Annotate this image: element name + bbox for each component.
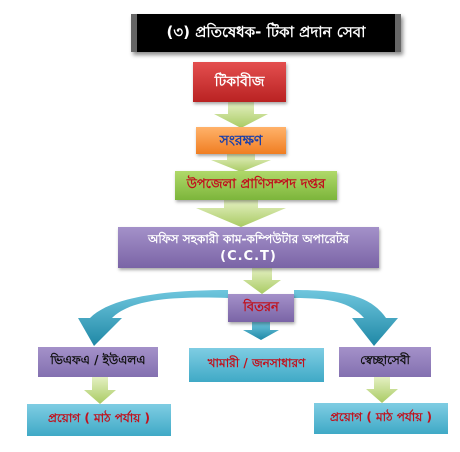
office-assistant-label: অফিস সহকারী কাম-কম্পিউটার অপারেটর bbox=[148, 231, 349, 246]
vfa-ulo-box: ভিএফএ / ইউএলএ bbox=[38, 347, 158, 377]
arrow-down-2 bbox=[211, 154, 271, 172]
upazila-office-box: উপজেলা প্রাণিসম্পদ দপ্তর bbox=[175, 171, 337, 200]
arrow-down-left bbox=[84, 377, 116, 404]
field-application-right-box: প্রয়োগ ( মাঠ পর্যায় ) bbox=[314, 403, 448, 434]
arrow-down-1 bbox=[214, 102, 268, 128]
farmer-public-box: খামারী / জনসাধারণ bbox=[189, 348, 324, 382]
curved-arrow-right bbox=[294, 290, 398, 346]
curved-arrow-left bbox=[78, 290, 228, 346]
distribution-box: বিতরন bbox=[228, 294, 294, 322]
arrow-down-right bbox=[366, 377, 398, 403]
vaccine-seed-box: টিকাবীজ bbox=[193, 62, 286, 102]
storage-box: সংরক্ষণ bbox=[196, 127, 286, 154]
arrow-down-center bbox=[243, 322, 279, 340]
field-application-left-box: প্রয়োগ ( মাঠ পর্যায় ) bbox=[27, 404, 171, 436]
volunteer-box: স্বেচ্ছাসেবী bbox=[339, 347, 431, 377]
cct-label: (C.C.T) bbox=[220, 248, 277, 264]
diagram-title: (৩) প্রতিষেধক- টিকা প্রদান সেবা bbox=[131, 14, 401, 52]
arrow-down-4 bbox=[243, 268, 281, 294]
office-assistant-box: অফিস সহকারী কাম-কম্পিউটার অপারেটর (C.C.T… bbox=[118, 227, 379, 268]
arrow-down-3 bbox=[196, 200, 286, 227]
